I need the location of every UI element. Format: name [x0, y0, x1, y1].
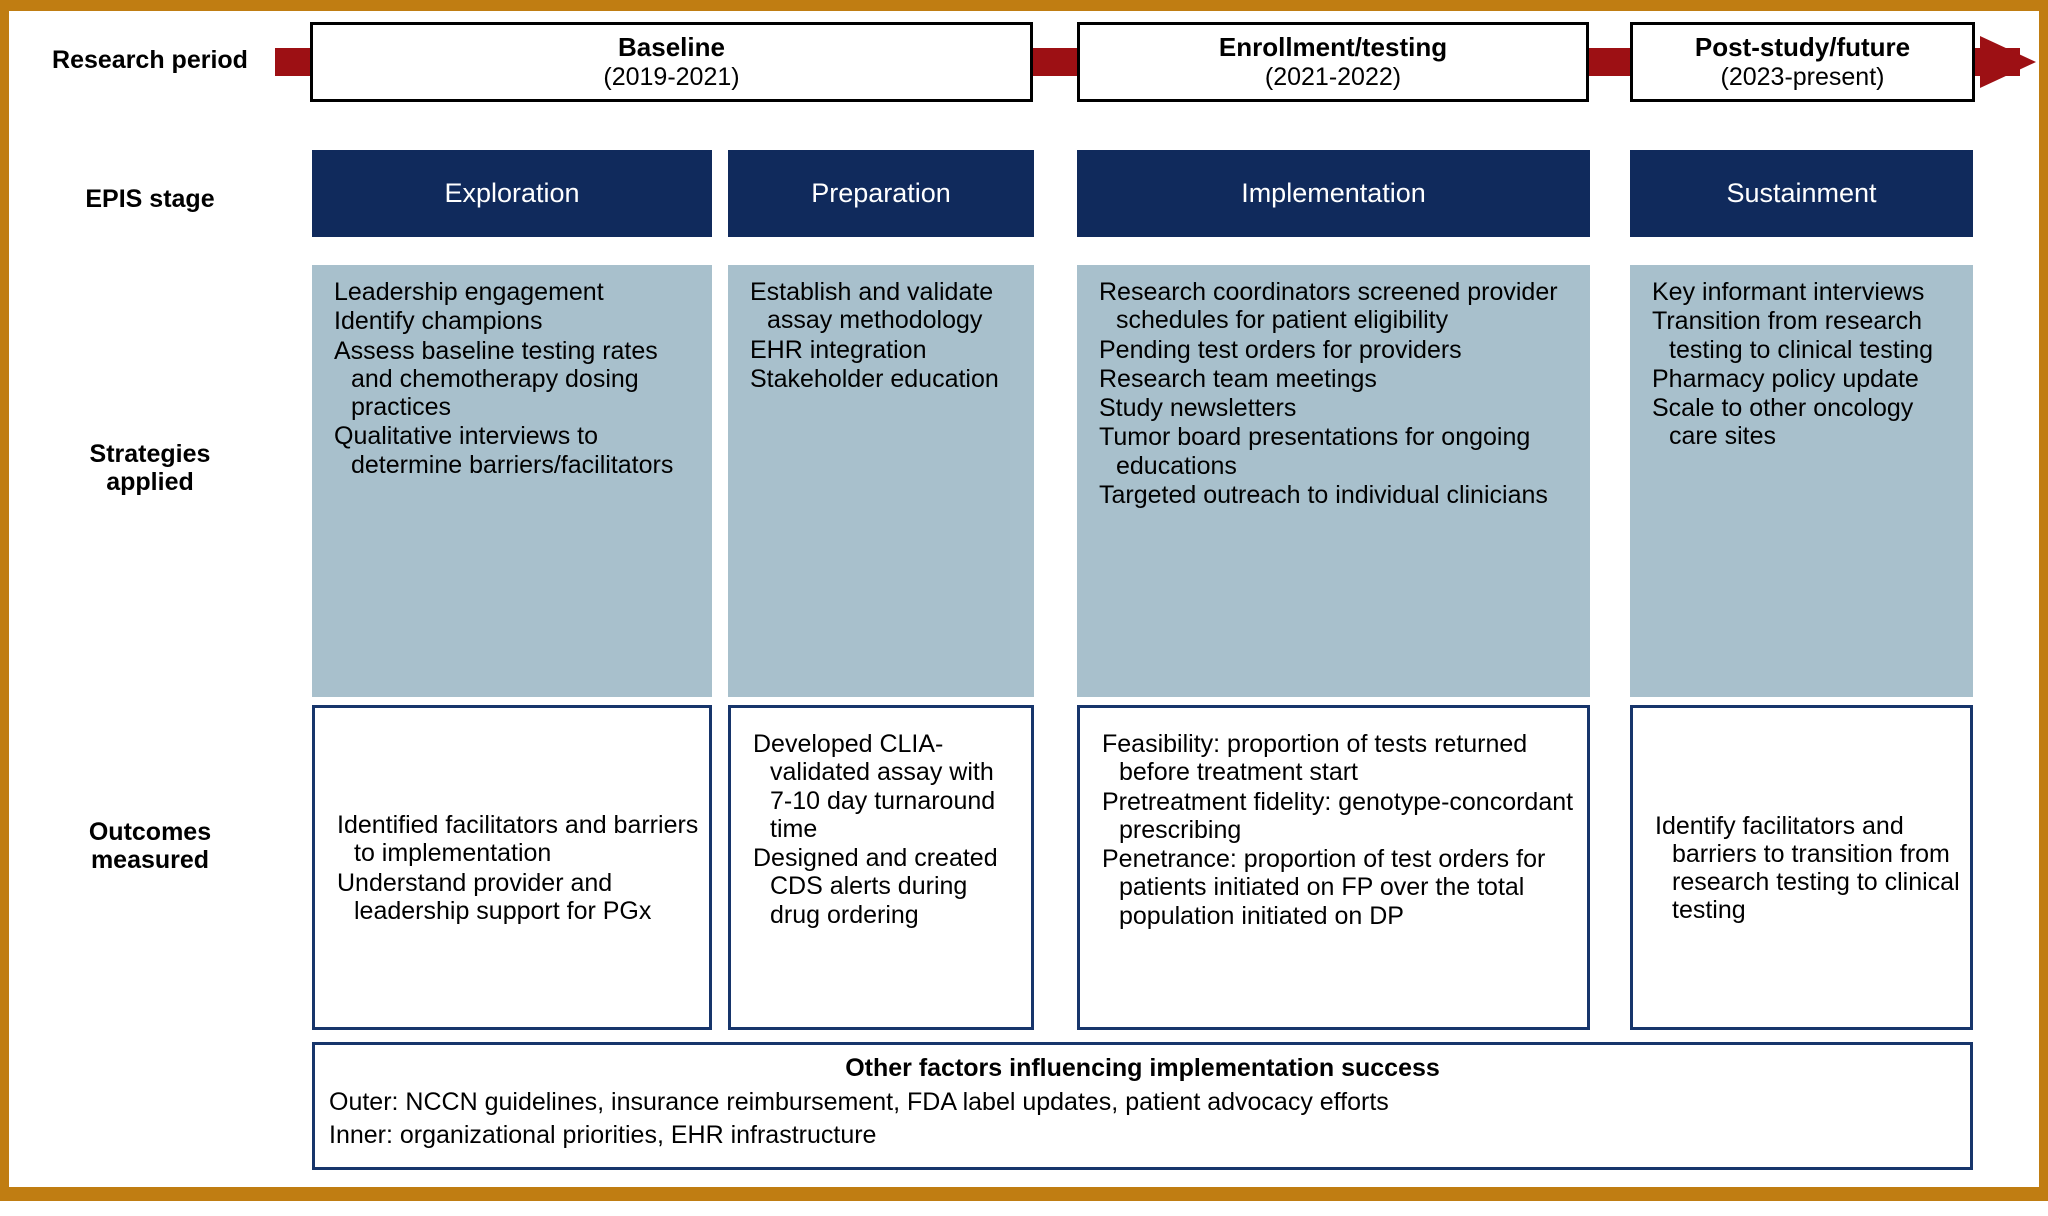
row-label-outcomes-measured: Outcomes measured — [20, 818, 280, 874]
outcomes-box-implementation: Feasibility: proportion of tests returne… — [1077, 705, 1590, 1030]
list-item: Identified facilitators and barriers to … — [337, 811, 699, 868]
list-item: Identify champions — [334, 307, 543, 336]
period-years: (2021-2022) — [1264, 62, 1402, 91]
epis-stage-box-exploration: Exploration — [312, 150, 712, 237]
list-item: Leadership engagement — [334, 278, 604, 306]
outcomes-box-preparation: Developed CLIA-validated assay with 7-10… — [728, 705, 1034, 1030]
strategies-list: Research coordinators screened provider … — [1099, 278, 1580, 509]
period-title: Post-study/future — [1694, 31, 1911, 62]
row-label-research-period: Research period — [52, 46, 248, 74]
list-item: Study newsletters — [1099, 394, 1297, 422]
figure-right-rule — [2039, 0, 2048, 1201]
row-label-strategies-line1: Strategies — [89, 440, 211, 468]
outcomes-box-sustainment: Identify facilitators and barriers to tr… — [1630, 705, 1973, 1030]
list-item: Pending test orders for providers — [1099, 335, 1462, 364]
figure-top-rule — [0, 0, 2048, 11]
list-item: Key informant interviews — [1652, 278, 1925, 306]
timeline-arrow-head-icon — [1980, 36, 2036, 88]
list-item: Tumor board presentations for ongoing ed… — [1099, 423, 1531, 480]
list-item: Targeted outreach to individual clinicia… — [1099, 480, 1548, 509]
list-item: Scale to other oncology care sites — [1652, 394, 1914, 451]
period-title: Enrollment/testing — [1218, 31, 1448, 62]
list-item: EHR integration — [750, 335, 927, 364]
list-item: Pretreatment fidelity: genotype-concorda… — [1102, 787, 1574, 844]
period-box-post-study-future: Post-study/future (2023-present) — [1630, 22, 1975, 102]
period-years: (2019-2021) — [603, 62, 740, 91]
row-label-epis-stage: EPIS stage — [85, 185, 215, 213]
strategies-list: Establish and validate assay methodology… — [750, 278, 1024, 393]
period-box-baseline: Baseline (2019-2021) — [310, 22, 1033, 102]
outcomes-list: Identify facilitators and barriers to tr… — [1655, 812, 1960, 926]
epis-stage-box-implementation: Implementation — [1077, 150, 1590, 237]
figure-bottom-rule — [0, 1187, 2048, 1201]
figure-left-rule — [0, 0, 9, 1201]
strategies-box-preparation: Establish and validate assay methodology… — [728, 265, 1034, 697]
row-label-outcomes-line1: Outcomes — [88, 818, 212, 846]
list-item: Developed CLIA-validated assay with 7-10… — [753, 730, 996, 843]
other-factors-inner: Inner: organizational priorities, EHR in… — [329, 1120, 877, 1149]
list-item: Understand provider and leadership suppo… — [337, 868, 652, 925]
outcomes-list: Feasibility: proportion of tests returne… — [1102, 730, 1577, 931]
list-item: Research team meetings — [1099, 364, 1377, 393]
epis-stage-box-sustainment: Sustainment — [1630, 150, 1973, 237]
list-item: Stakeholder education — [750, 364, 999, 393]
list-item: Research coordinators screened provider … — [1099, 278, 1558, 335]
outcomes-box-exploration: Identified facilitators and barriers to … — [312, 705, 712, 1030]
other-factors-outer: Outer: NCCN guidelines, insurance reimbu… — [329, 1088, 1389, 1116]
list-item: Penetrance: proportion of test orders fo… — [1102, 845, 1546, 930]
list-item: Pharmacy policy update — [1652, 364, 1919, 393]
other-factors-title: Other factors influencing implementation… — [845, 1054, 1440, 1082]
row-label-outcomes-line2: measured — [90, 846, 210, 874]
outcomes-list: Identified facilitators and barriers to … — [337, 811, 699, 926]
row-label-strategies-line2: applied — [106, 468, 194, 496]
period-box-enrollment-testing: Enrollment/testing (2021-2022) — [1077, 22, 1589, 102]
list-item: Transition from research testing to clin… — [1652, 307, 1934, 364]
list-item: Feasibility: proportion of tests returne… — [1102, 730, 1528, 787]
list-item: Identify facilitators and barriers to tr… — [1655, 811, 1960, 925]
period-title: Baseline — [618, 31, 725, 62]
strategies-box-implementation: Research coordinators screened provider … — [1077, 265, 1590, 697]
list-item: Assess baseline testing rates and chemot… — [334, 336, 658, 422]
period-years: (2023-present) — [1720, 62, 1885, 91]
epis-stage-box-preparation: Preparation — [728, 150, 1034, 237]
other-factors-box: Other factors influencing implementation… — [312, 1042, 1973, 1170]
list-item: Designed and created CDS alerts during d… — [753, 844, 998, 929]
row-label-strategies-applied: Strategies applied — [20, 440, 280, 496]
list-item: Qualitative interviews to determine barr… — [334, 422, 674, 479]
outcomes-list: Developed CLIA-validated assay with 7-10… — [753, 730, 1021, 930]
list-item: Establish and validate assay methodology — [750, 278, 994, 335]
